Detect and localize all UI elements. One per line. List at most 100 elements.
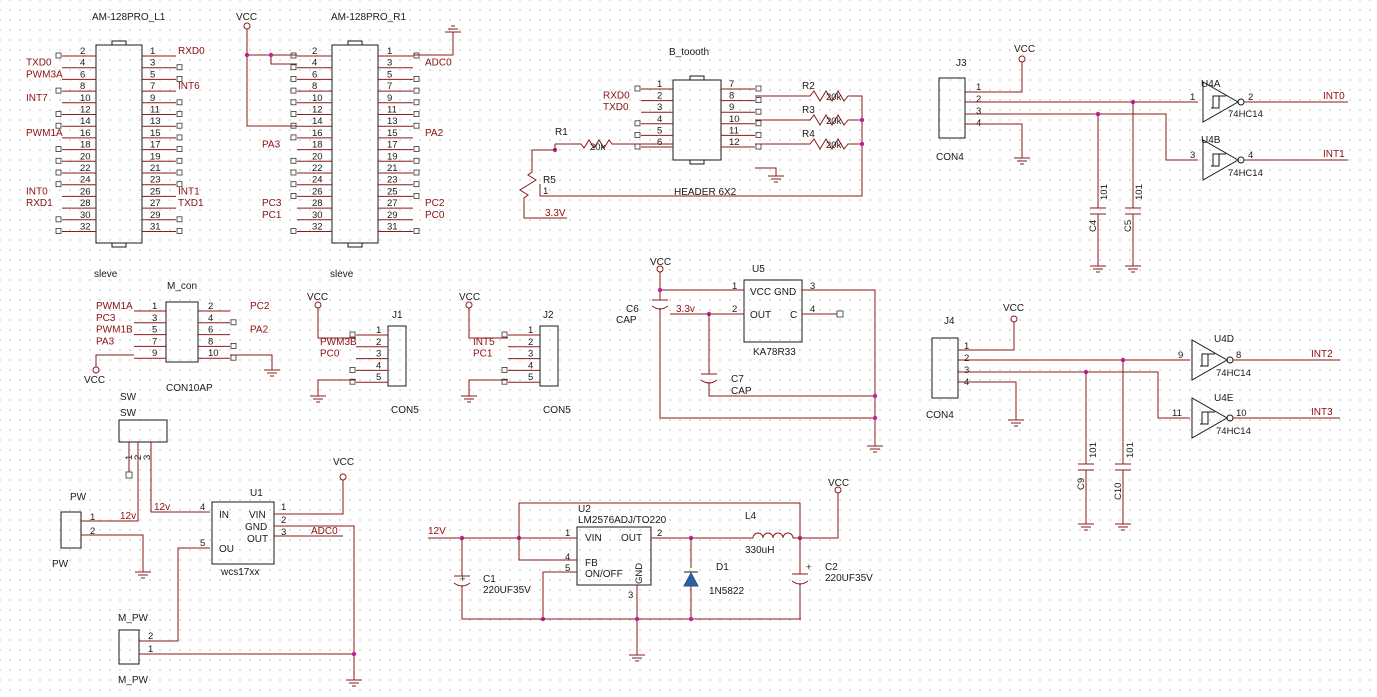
j3-pin-1: 1 (976, 82, 981, 93)
pin-number: 1 (657, 79, 662, 90)
no-connect-marker (634, 143, 641, 150)
c6-ref: C6 (626, 304, 639, 315)
connector-am128pro-r1[interactable]: AM-128PRO_R1 24681012141618PA32022242628… (236, 12, 461, 280)
schmitt-buffer-icon (1202, 139, 1240, 181)
j3-pin3-wire (965, 113, 1198, 161)
j2-value: CON5 (543, 405, 571, 416)
c1-capacitor (453, 538, 801, 620)
no-connect-marker (349, 378, 356, 385)
net-label: PA3 (96, 336, 115, 347)
schmitt-buffer-icon (1191, 339, 1229, 381)
r2-wire (539, 90, 863, 197)
pin-number: 23 (150, 175, 161, 186)
pin-number: 7 (387, 81, 392, 92)
pin-number: 13 (150, 116, 161, 127)
c2-capacitor (791, 538, 809, 619)
u2-pin-2: 2 (657, 528, 662, 539)
pin-number: 10 (80, 93, 91, 104)
l4-ref: L4 (745, 511, 757, 522)
u1-vcc-label: VCC (333, 457, 354, 468)
c10-ref: C10 (1113, 483, 1124, 500)
u2-vin-label: VIN (585, 533, 602, 544)
u2-pin-1: 1 (565, 528, 570, 539)
ground-icon (1115, 523, 1131, 531)
r1-key-top (347, 40, 363, 46)
j1-gnd-wire (317, 379, 356, 396)
no-connect-marker (290, 64, 297, 71)
u4a-ref: U4A (1201, 79, 1221, 90)
mcon-body (165, 301, 199, 363)
mpw-pin2-wire (139, 547, 210, 642)
net-label: PWM3B (320, 337, 357, 348)
u1-out-label: OUT (247, 534, 268, 545)
u4d-in-pin: 9 (1178, 350, 1183, 361)
pin-number: 2 (528, 337, 533, 348)
net-label: PC3 (262, 198, 282, 209)
schmitt-buffer-icon (1202, 81, 1240, 123)
sw-value: SW (120, 408, 137, 419)
u2-pin-4: 4 (565, 552, 570, 563)
u2-onoff-wire (542, 571, 577, 619)
j4-vcc-label: VCC (1003, 303, 1024, 314)
net-label: PWM3A (26, 69, 63, 80)
u4b-out-pin: 4 (1248, 150, 1253, 161)
pin-number: 1 (150, 46, 155, 57)
u2-buck-regulator[interactable]: U2 LM2576ADJ/TO220 VIN OUT FB ON/OFF GND… (428, 478, 873, 662)
pin-number: 8 (208, 336, 213, 347)
r4-ref: R4 (802, 129, 815, 140)
net-label: ADC0 (425, 58, 452, 69)
j4-ref: J4 (944, 316, 955, 327)
pin-number: 9 (387, 93, 392, 104)
u1-current-sensor[interactable]: U1 IN OU VIN GND OUT 4 5 1 2 3 wcs17xx V… (200, 457, 362, 687)
net-12v-b: 12v (120, 511, 136, 522)
c10-capacitor (1115, 360, 1131, 524)
pw-ref: PW (70, 492, 87, 503)
power-switch-block[interactable]: SW SW 1 2 3 12v PW 1 2 12v PW M_PW 2 1 M… (52, 392, 354, 686)
net-label: TXD0 (26, 58, 52, 69)
l1-pins: 24TXD06PWM3A810INT7121416PWM1A1820222426… (26, 46, 205, 234)
pin-number: 4 (376, 360, 381, 371)
u5-regulator[interactable]: U5 VCC GND OUT C 1 3 2 4 KA78R33 VCC C6 … (616, 257, 883, 453)
c9-value: 101 (1088, 442, 1099, 458)
pin-number: 4 (312, 58, 317, 69)
pin-number: 12 (312, 105, 323, 116)
u1-pin-4: 4 (200, 502, 205, 513)
u4e-in-pin: 11 (1172, 408, 1182, 419)
u1-gnd-label: GND (245, 522, 267, 533)
j3-trigger-block[interactable]: J3 CON4 1 2 3 4 VCC C4 101 C5 101 U4A 74… (936, 44, 1348, 273)
no-connect-marker (176, 181, 183, 188)
u5-pin-2: 2 (732, 304, 737, 315)
r5-resistor-wire (519, 144, 567, 219)
no-connect-marker (290, 192, 297, 199)
no-connect-marker (290, 228, 297, 234)
pin-number: 4 (657, 114, 662, 125)
no-connect-marker (176, 146, 183, 153)
j2-gnd-wire (468, 379, 508, 396)
u2-fb-label: FB (585, 558, 598, 569)
junction-dot (872, 393, 878, 399)
pin-number: 7 (152, 336, 157, 347)
net-label: PC2 (425, 198, 445, 209)
j4-pin4-wire (958, 381, 1017, 420)
r5-res-ref: R5 (543, 175, 556, 186)
u5-body (743, 279, 803, 343)
pin-number: 16 (312, 128, 323, 139)
no-connect-marker (176, 169, 183, 176)
no-connect-marker (413, 111, 420, 117)
r1-value-label: sleve (330, 269, 354, 280)
r4-wire (755, 138, 862, 150)
pin-number: 1 (152, 301, 157, 312)
pin-number: 12 (80, 105, 91, 116)
j4-trigger-block[interactable]: J4 CON4 1 2 3 4 VCC C9 101 C10 101 U4D 7… (926, 303, 1340, 531)
ground-icon (629, 654, 645, 662)
pin-number: 13 (387, 116, 398, 127)
no-connect-marker (349, 366, 356, 373)
connector-am128pro-l1[interactable]: AM-128PRO_L1 24TXD06PWM3A810INT7121416PW… (26, 12, 205, 280)
